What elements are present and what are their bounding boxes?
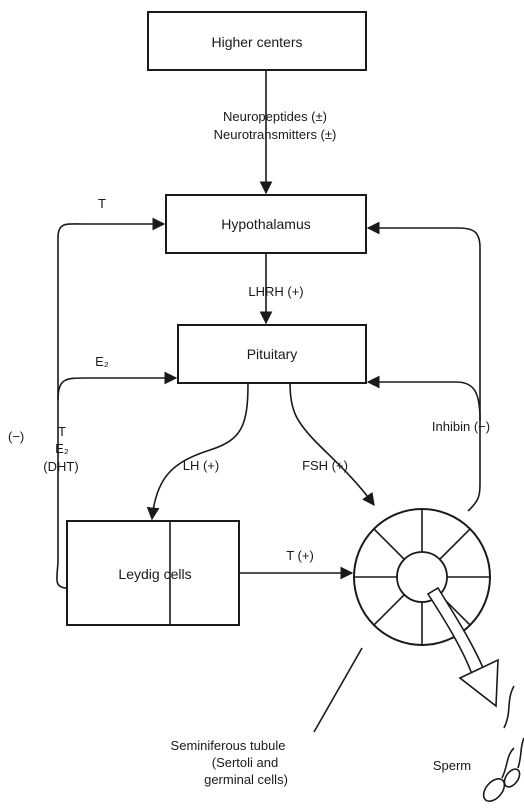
higher-centers-label: Higher centers — [211, 34, 302, 50]
hypothalamus-label: Hypothalamus — [221, 216, 311, 232]
dht-left-label: (DHT) — [43, 459, 78, 474]
t-left-label: T — [58, 424, 66, 439]
neuropeptides-label: Neuropeptides (±) — [223, 109, 327, 124]
t-plus-label: T (+) — [286, 548, 314, 563]
leydig-cells-box: Leydig cells — [67, 521, 239, 625]
tubule-label-line3: germinal cells) — [204, 772, 288, 787]
inhibin-feedback-loop — [368, 228, 480, 511]
tubule-pointer — [314, 648, 362, 732]
neurotransmitters-label: Neurotransmitters (±) — [214, 127, 337, 142]
tubule-label-line1: Seminiferous tubule — [171, 738, 286, 753]
inhibin-label: Inhibin (−) — [432, 419, 490, 434]
e2-mid-label: E₂ — [95, 354, 109, 369]
higher-centers-box: Higher centers — [148, 12, 366, 70]
fsh-arrow — [290, 383, 374, 505]
e2-left-label: E₂ — [55, 441, 69, 456]
negative-feedback-label: (−) — [8, 429, 24, 444]
lhrh-label: LHRH (+) — [248, 284, 303, 299]
seminiferous-tubule — [354, 509, 490, 645]
lh-label: LH (+) — [183, 458, 219, 473]
lh-arrow — [152, 383, 248, 519]
sperm-cells — [480, 686, 524, 805]
leydig-cells-label: Leydig cells — [118, 566, 191, 582]
fsh-label: FSH (+) — [302, 458, 348, 473]
pituitary-box: Pituitary — [178, 325, 366, 383]
t-top-label: T — [98, 196, 106, 211]
pituitary-label: Pituitary — [247, 346, 298, 362]
hypothalamus-box: Hypothalamus — [166, 195, 366, 253]
sperm-label: Sperm — [433, 758, 471, 773]
tubule-label-line2: (Sertoli and — [212, 755, 278, 770]
